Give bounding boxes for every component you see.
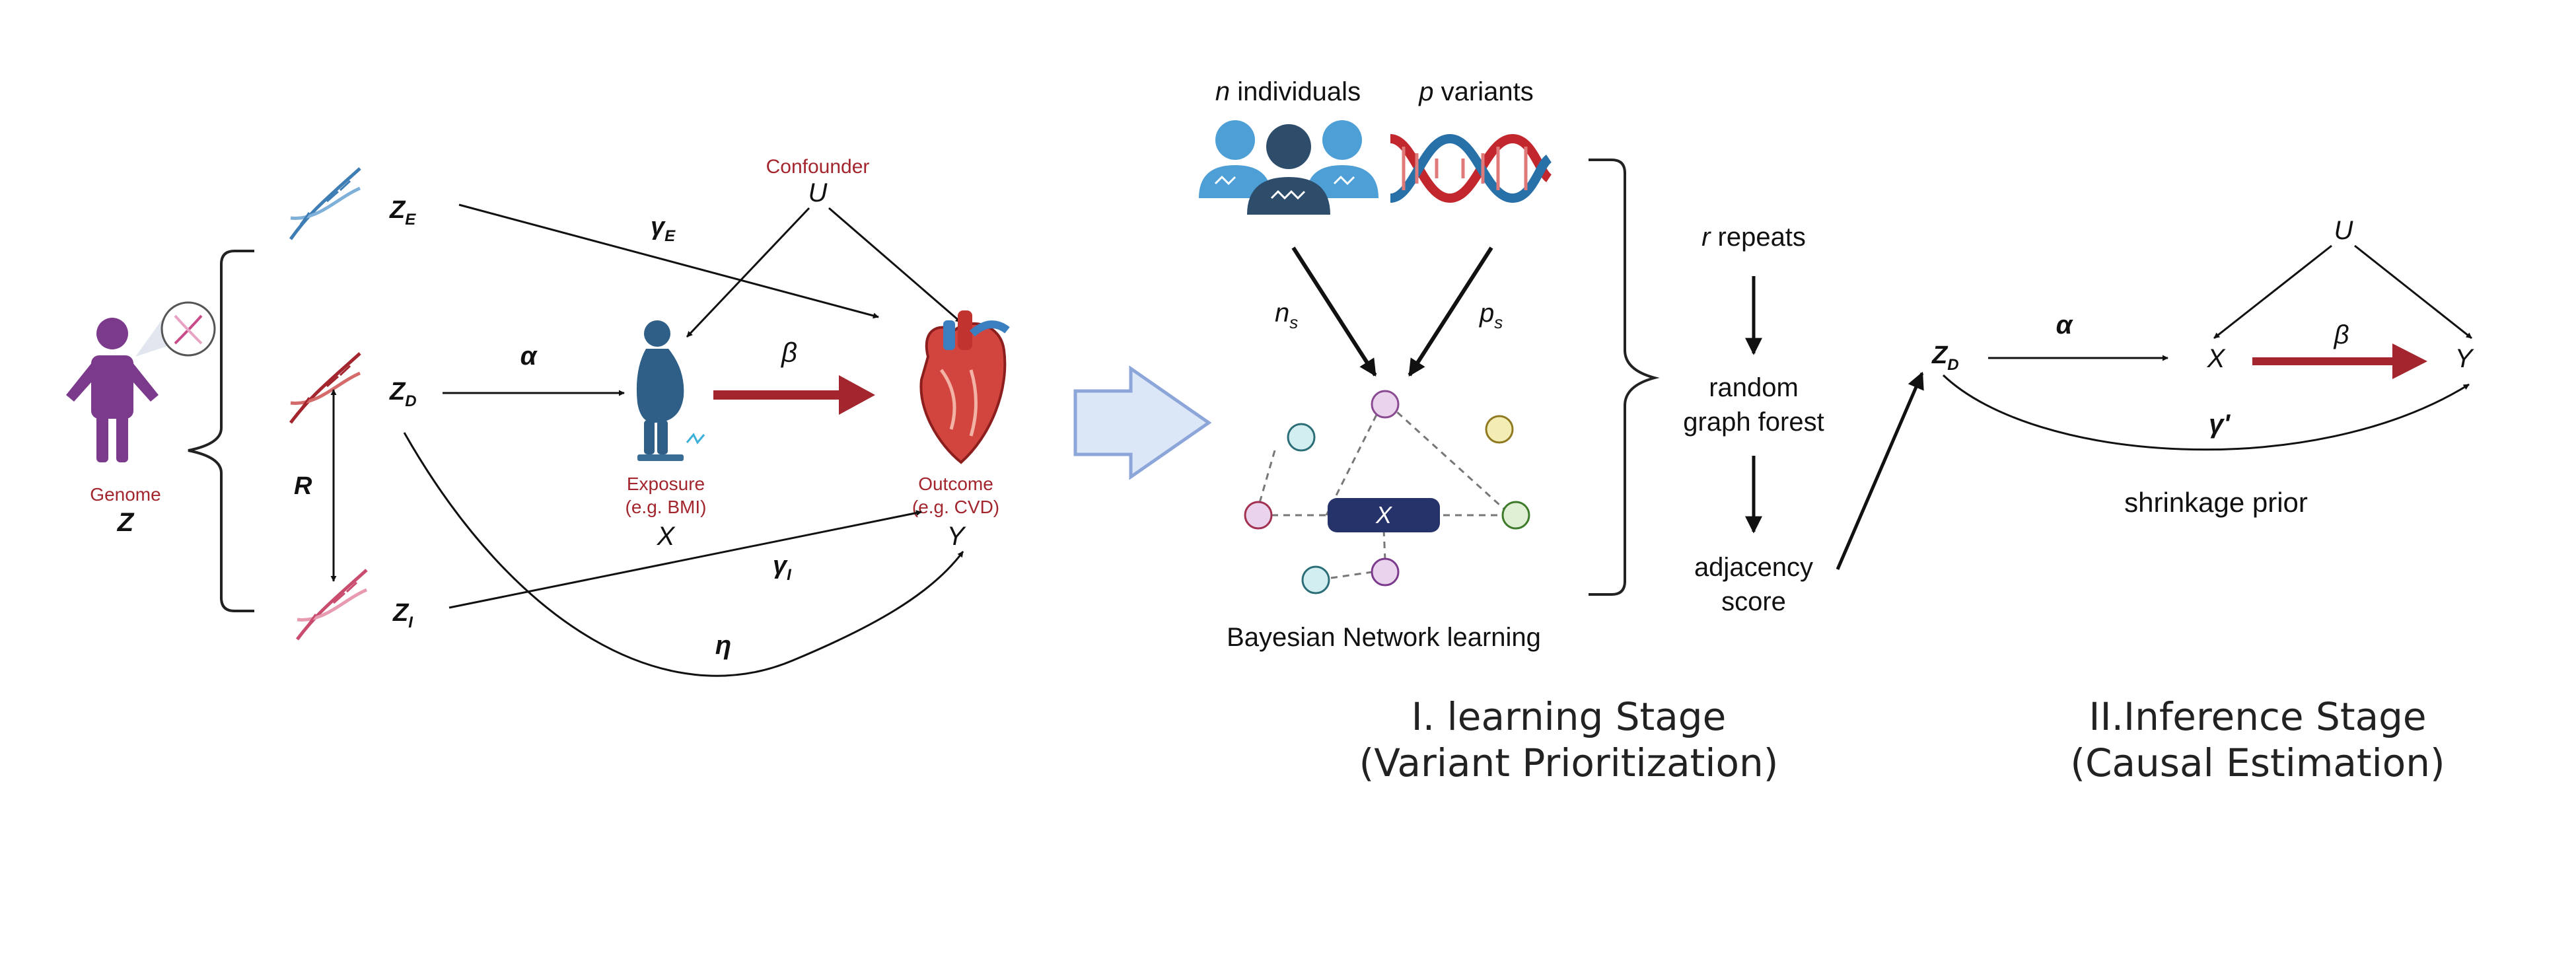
genome-brace xyxy=(188,250,254,612)
inference-beta-label: β xyxy=(2334,320,2349,349)
u-to-x-arrow xyxy=(686,207,810,338)
magnifier-dna-icon xyxy=(135,301,216,357)
inference-u-to-x-arrow xyxy=(2213,244,2332,340)
beta-label: β xyxy=(780,337,797,368)
dna-icon-zd xyxy=(289,352,361,424)
outcome-symbol: Y xyxy=(947,522,967,551)
exposure-person-icon xyxy=(636,320,705,461)
exposure-example: (e.g. BMI) xyxy=(626,497,707,517)
learning-brace xyxy=(1589,159,1660,596)
learning-stage: n individuals p variants ns ps xyxy=(1199,77,1824,785)
genome-label: Genome xyxy=(90,484,161,505)
outcome-label: Outcome xyxy=(918,474,993,494)
exposure-label: Exposure xyxy=(627,474,705,494)
bn-node xyxy=(1301,565,1330,594)
person-icon xyxy=(66,318,159,462)
adjacency-label-line2: score xyxy=(1721,587,1786,616)
eta-label: η xyxy=(715,631,731,660)
ze-label: ZE xyxy=(389,196,416,229)
exposure-symbol: X xyxy=(657,522,676,551)
bn-node xyxy=(1501,501,1530,530)
inference-y-symbol: Y xyxy=(2455,344,2475,373)
x-to-y-arrowhead xyxy=(839,375,875,415)
inference-stage: U ZD α X β Y γ' shrinkage prior II.Infer… xyxy=(1931,216,2475,785)
shrinkage-prior-caption: shrinkage prior xyxy=(2124,487,2308,518)
dna-icon-zi xyxy=(296,569,368,641)
bn-node xyxy=(1244,501,1273,530)
learning-stage-title-line1: I. learning Stage xyxy=(1412,694,1727,739)
confounder-label: Confounder xyxy=(766,156,870,178)
alpha-label: α xyxy=(520,341,538,371)
bn-caption: Bayesian Network learning xyxy=(1227,623,1541,652)
bn-node xyxy=(1371,557,1400,587)
inference-u-to-y-arrow xyxy=(2354,244,2472,340)
zd-label: ZD xyxy=(389,378,417,410)
inference-gamma-prime-label: γ' xyxy=(2209,410,2231,439)
adjacency-to-zd-arrow xyxy=(1836,371,1924,570)
inference-u-symbol: U xyxy=(2334,216,2354,245)
genome-symbol: Z xyxy=(117,508,135,537)
inference-x-to-y-arrowhead xyxy=(2392,343,2427,379)
n-individuals-label: n individuals xyxy=(1215,77,1361,106)
heart-icon xyxy=(919,310,1010,464)
inference-gamma-curve xyxy=(1942,374,2470,451)
inference-zd-label: ZD xyxy=(1931,341,1959,374)
forest-label-line2: graph forest xyxy=(1683,408,1824,437)
r-label: R xyxy=(294,472,312,500)
dna-icon-ze xyxy=(289,167,361,240)
inference-stage-title-line1: II.Inference Stage xyxy=(2089,694,2426,739)
bayesian-network-graph: X xyxy=(1244,390,1530,594)
gamma-e-label: γE xyxy=(651,213,676,245)
inference-stage-title-line2: (Causal Estimation) xyxy=(2070,740,2445,785)
people-group-icon xyxy=(1199,120,1378,215)
zd-to-y-eta-curve xyxy=(403,432,964,677)
adjacency-label-line1: adjacency xyxy=(1694,553,1813,582)
bn-node xyxy=(1287,423,1316,452)
ps-arrow xyxy=(1408,246,1493,377)
bn-node-x-label: X xyxy=(1375,501,1393,528)
transition-arrow-icon xyxy=(1073,365,1212,480)
ze-to-y-arrow xyxy=(458,203,879,319)
ns-arrow xyxy=(1291,246,1377,377)
dna-helix-icon xyxy=(1389,133,1552,203)
ps-label: ps xyxy=(1479,299,1503,332)
zi-to-y-arrow xyxy=(448,510,922,609)
inference-alpha-label: α xyxy=(2056,310,2074,340)
bn-node xyxy=(1485,415,1514,444)
gamma-i-label: γI xyxy=(773,552,792,584)
r-repeats-label: r repeats xyxy=(1701,223,1806,252)
left-panel: Genome Z ZE ZD ZI R Confounder U xyxy=(66,156,1010,677)
p-variants-label: p variants xyxy=(1418,77,1533,106)
forest-label-line1: random xyxy=(1709,373,1799,402)
learning-stage-title-line2: (Variant Prioritization) xyxy=(1359,740,1779,785)
bn-node-x xyxy=(1328,498,1440,532)
ns-label: ns xyxy=(1275,299,1298,332)
u-to-y-arrow xyxy=(828,207,962,324)
confounder-symbol: U xyxy=(808,178,828,207)
bn-node xyxy=(1371,390,1400,419)
zi-label: ZI xyxy=(392,599,413,631)
inference-x-symbol: X xyxy=(2207,344,2226,373)
outcome-example: (e.g. CVD) xyxy=(912,497,999,517)
